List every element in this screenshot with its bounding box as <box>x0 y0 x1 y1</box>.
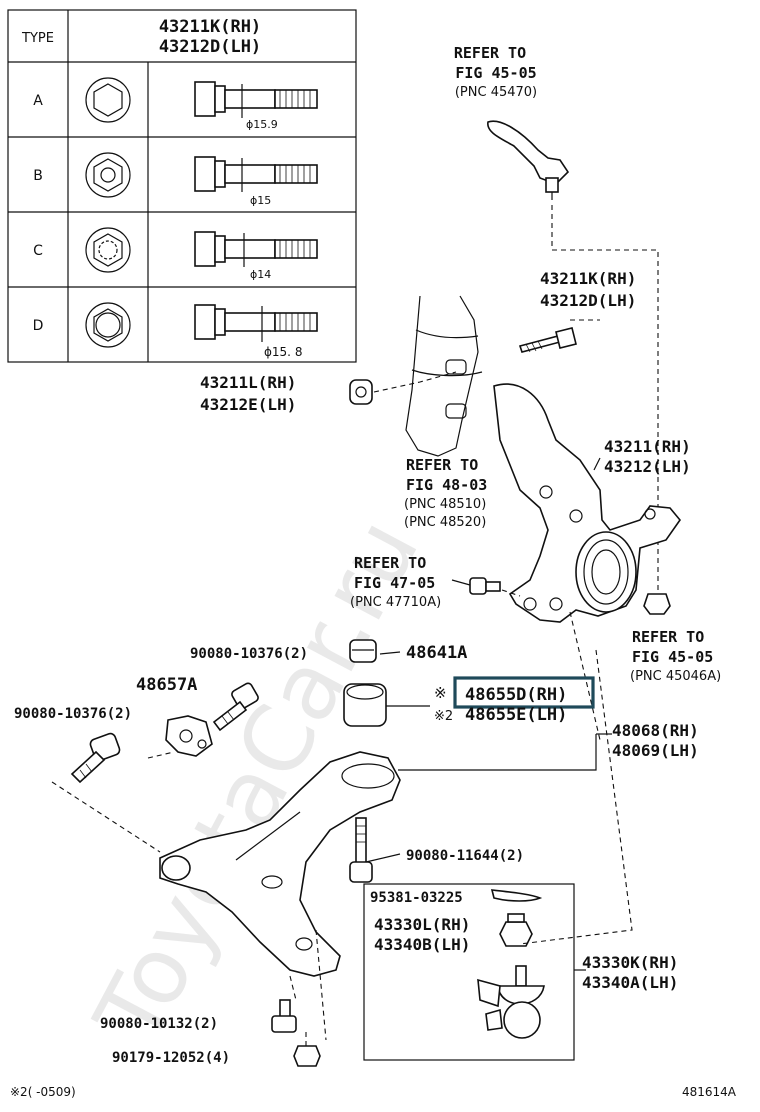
lower-control-arm-icon <box>159 751 401 977</box>
label-arm-48068-rh: 48068(RH) <box>612 721 699 740</box>
label-knuckle-lh: 43212(LH) <box>604 457 691 476</box>
label-pin-95381: 95381-03225 <box>370 890 463 906</box>
label-nut-48641a: 48641A <box>406 643 467 663</box>
tie-rod-end-icon <box>487 120 570 200</box>
table-title-rh: 43211K(RH) <box>159 17 261 37</box>
label-refer-45-05-bottom-2: FIG 45-05 <box>632 648 713 666</box>
label-joint-43340a-lh: 43340A(LH) <box>582 973 678 992</box>
bracket-48657a-icon <box>165 715 213 757</box>
footnote: ※2( -0509) <box>10 1085 76 1099</box>
dia-label-a: ϕ15.9 <box>246 118 278 131</box>
bolt-side-view-c-icon <box>194 231 318 267</box>
bolt-side-view-b-icon <box>194 156 318 192</box>
label-bolt-90080-10376-left: 90080-10376(2) <box>14 706 132 722</box>
bolt-90080-11644-icon <box>349 817 373 883</box>
label-knuckle-rh: 43211(RH) <box>604 437 691 456</box>
label-bolt-90080-10132: 90080-10132(2) <box>100 1016 218 1032</box>
bushing-mark-1: ※ <box>434 684 447 702</box>
bolt-side-view-d-icon <box>194 304 318 342</box>
label-refer-48-03-4: (PNC 48520) <box>404 515 486 530</box>
strut-icon <box>405 295 483 457</box>
label-bolt-90080-10376-upper: 90080-10376(2) <box>190 646 308 662</box>
table-row-type-b: B <box>33 168 43 184</box>
bolt-head-end-view-d-icon <box>85 302 131 348</box>
nut-90179-12052-icon <box>293 1045 321 1067</box>
label-refer-47-05-3: (PNC 47710A) <box>350 595 441 610</box>
label-refer-45-05-top-2: FIG 45-05 <box>455 64 536 82</box>
table-row-type-a: A <box>33 93 43 109</box>
figure-id: 481614A <box>682 1085 737 1099</box>
table-row-type-c: C <box>33 243 43 259</box>
steering-knuckle-icon <box>493 383 682 623</box>
table-type-header: TYPE <box>21 31 54 46</box>
label-refer-45-05-bottom-1: REFER TO <box>632 628 704 646</box>
cotter-pin-icon <box>490 889 543 902</box>
table-row-type-d: D <box>33 318 44 334</box>
label-bolt-43211k-lh: 43212D(LH) <box>540 291 636 310</box>
bolt-side-view-a-icon <box>194 81 318 118</box>
bolt-90080-10376-left-icon <box>70 732 121 784</box>
ball-joint-group-frame <box>363 883 575 1061</box>
label-refer-48-03-3: (PNC 48510) <box>404 497 486 512</box>
dia-label-b: ϕ15 <box>250 194 271 207</box>
label-bolt-43211k-rh: 43211K(RH) <box>540 269 636 288</box>
nut-43211l-icon <box>349 379 373 405</box>
label-refer-48-03-1: REFER TO <box>406 456 478 474</box>
nut-refer-45-05-icon <box>643 593 671 615</box>
label-bushing-48655e-lh: 48655E(LH) <box>465 705 567 725</box>
label-refer-48-03-2: FIG 48-03 <box>406 476 487 494</box>
label-nut-90179-12052: 90179-12052(4) <box>112 1050 230 1066</box>
highlight-box-48655d <box>453 676 595 709</box>
label-arm-48069-lh: 48069(LH) <box>612 741 699 760</box>
label-refer-45-05-top-3: (PNC 45470) <box>455 85 537 100</box>
label-bushing-48655d-rh: 48655D(RH) <box>465 685 567 705</box>
dia-label-d: ϕ15. 8 <box>264 345 302 359</box>
ball-joint-43330k-icon <box>477 965 545 1039</box>
bolt-90080-10376-upper-icon <box>212 682 259 732</box>
bolt-90080-10132-icon <box>271 999 297 1033</box>
table-title-lh: 43212D(LH) <box>159 37 261 57</box>
label-nut-43211l-rh: 43211L(RH) <box>200 373 296 392</box>
label-nut-43340b-lh: 43340B(LH) <box>374 935 470 954</box>
label-bracket-48657a: 48657A <box>136 675 197 695</box>
bushing-48655d-icon <box>343 683 430 727</box>
label-refer-47-05-1: REFER TO <box>354 554 426 572</box>
label-nut-43330l-rh: 43330L(RH) <box>374 915 470 934</box>
label-bolt-90080-11644: 90080-11644(2) <box>406 848 524 864</box>
label-refer-47-05-2: FIG 47-05 <box>354 574 435 592</box>
nut-43330l-icon <box>499 913 533 947</box>
nut-48641a-icon <box>349 639 377 663</box>
bolt-type-table: TYPE 43211K(RH) 43212D(LH) A B C D <box>7 9 357 363</box>
bolt-head-end-view-a-icon <box>85 77 131 123</box>
bolt-refer-47-05-icon <box>469 577 501 595</box>
bolt-head-end-view-b-icon <box>85 152 131 198</box>
label-joint-43330k-rh: 43330K(RH) <box>582 953 678 972</box>
label-refer-45-05-top-1: REFER TO <box>454 44 526 62</box>
label-nut-43211l-lh: 43212E(LH) <box>200 395 296 414</box>
bolt-head-end-view-c-icon <box>85 227 131 273</box>
bushing-mark-2: ※2 <box>434 709 453 724</box>
dia-label-c: ϕ14 <box>250 268 271 281</box>
label-refer-45-05-bottom-3: (PNC 45046A) <box>630 669 721 684</box>
bolt-43211k-icon <box>518 327 577 353</box>
